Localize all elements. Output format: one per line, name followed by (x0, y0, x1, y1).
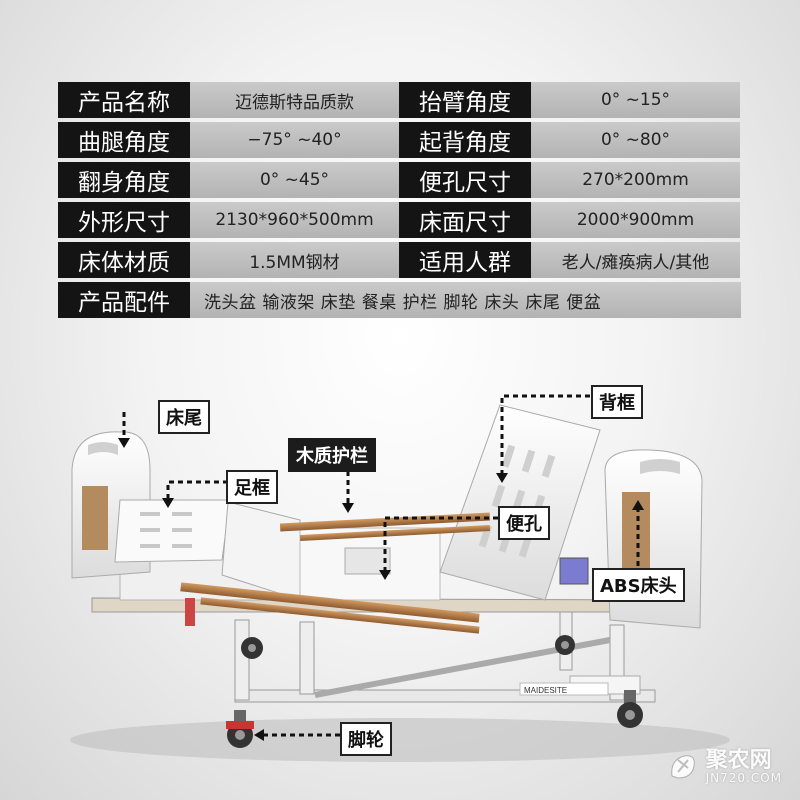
spec-label: 便孔尺寸 (399, 162, 531, 198)
brand-plate (519, 682, 609, 696)
spec-label: 抬臂角度 (399, 82, 531, 118)
spec-label: 产品配件 (58, 282, 190, 318)
spec-table: 产品名称 迈德斯特品质款 抬臂角度 0° ~15° 曲腿角度 −75° ~40°… (58, 82, 741, 322)
spec-label: 外形尺寸 (58, 202, 190, 238)
callout-caster: 脚轮 (340, 722, 392, 756)
spec-value: 0° ~80° (531, 122, 740, 158)
spec-label: 曲腿角度 (58, 122, 190, 158)
spec-label: 产品名称 (58, 82, 190, 118)
spec-row: 床体材质 1.5MM钢材 适用人群 老人/瘫痪病人/其他 (58, 242, 741, 278)
spec-value: 0° ~45° (190, 162, 399, 198)
spec-value: 2000*900mm (531, 202, 740, 238)
hospital-bed-illustration: MAIDESITE (70, 394, 730, 762)
spec-row: 外形尺寸 2130*960*500mm 床面尺寸 2000*900mm (58, 202, 741, 238)
spec-value: 2130*960*500mm (190, 202, 399, 238)
spec-value: 270*200mm (531, 162, 740, 198)
watermark-name: 聚农网 (705, 748, 772, 773)
spec-label: 起背角度 (399, 122, 531, 158)
callout-foot-frame: 足框 (226, 470, 278, 504)
spec-label: 床体材质 (58, 242, 190, 278)
watermark-url: JN720.COM (705, 771, 782, 785)
spec-row: 产品名称 迈德斯特品质款 抬臂角度 0° ~15° (58, 82, 741, 118)
spec-label: 适用人群 (399, 242, 531, 278)
toilet-hole-cover (344, 547, 391, 575)
watermark: 聚农网 JN720.COM (666, 750, 782, 784)
spec-value: 迈德斯特品质款 (190, 82, 399, 118)
crank-motor (559, 557, 589, 585)
watermark-logo-icon (670, 755, 695, 779)
spec-label: 翻身角度 (58, 162, 190, 198)
wooden-side-rails (180, 512, 491, 634)
callout-toilet-hole: 便孔 (498, 506, 550, 540)
brand-plate-text: MAIDESITE (524, 686, 567, 695)
spec-label: 床面尺寸 (399, 202, 531, 238)
spec-value: −75° ~40° (190, 122, 399, 158)
spec-value: 老人/瘫痪病人/其他 (531, 242, 740, 278)
spec-row: 曲腿角度 −75° ~40° 起背角度 0° ~80° (58, 122, 741, 158)
spec-value: 0° ~15° (531, 82, 740, 118)
caster-wheels (226, 635, 643, 748)
spec-row-accessories: 产品配件 洗头盆 输液架 床垫 餐桌 护栏 脚轮 床头 床尾 便盆 (58, 282, 741, 318)
callout-back-frame: 背框 (591, 385, 643, 419)
callout-leaders (122, 394, 640, 737)
spec-value: 1.5MM钢材 (190, 242, 399, 278)
callout-bed-tail: 床尾 (158, 400, 210, 434)
spec-value: 洗头盆 输液架 床垫 餐桌 护栏 脚轮 床头 床尾 便盆 (190, 282, 741, 318)
spec-row: 翻身角度 0° ~45° 便孔尺寸 270*200mm (58, 162, 741, 198)
callout-arrowheads (118, 438, 644, 741)
callout-abs-head: ABS床头 (592, 568, 685, 602)
callout-wood-rail: 木质护栏 (288, 438, 376, 472)
